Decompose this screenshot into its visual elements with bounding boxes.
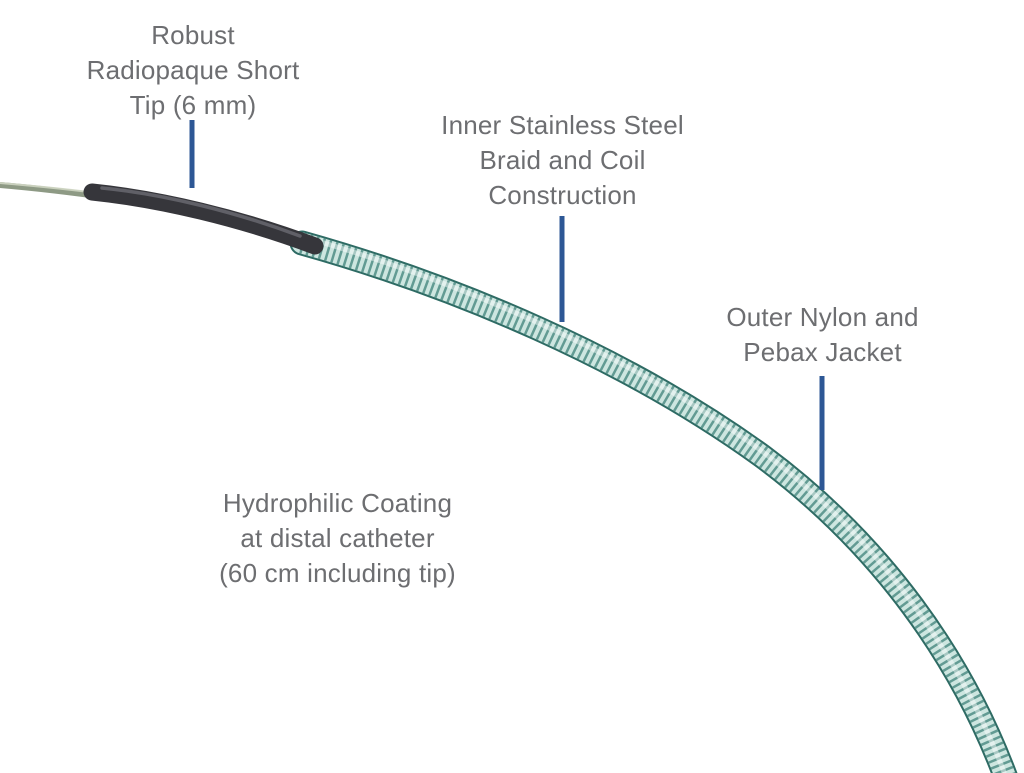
braid-coil-ribs — [299, 232, 1016, 773]
radiopaque-tip-highlight — [100, 186, 302, 238]
label-outer-jacket: Outer Nylon and Pebax Jacket — [726, 302, 919, 367]
label-braid-construction: Inner Stainless Steel Braid and Coil Con… — [441, 110, 684, 210]
label-hydrophilic-coating: Hydrophilic Coating at distal catheter (… — [219, 488, 456, 588]
radiopaque-tip — [83, 183, 324, 255]
braid-highlight — [297, 233, 1007, 773]
label-radiopaque-tip: Robust Radiopaque Short Tip (6 mm) — [86, 20, 300, 120]
